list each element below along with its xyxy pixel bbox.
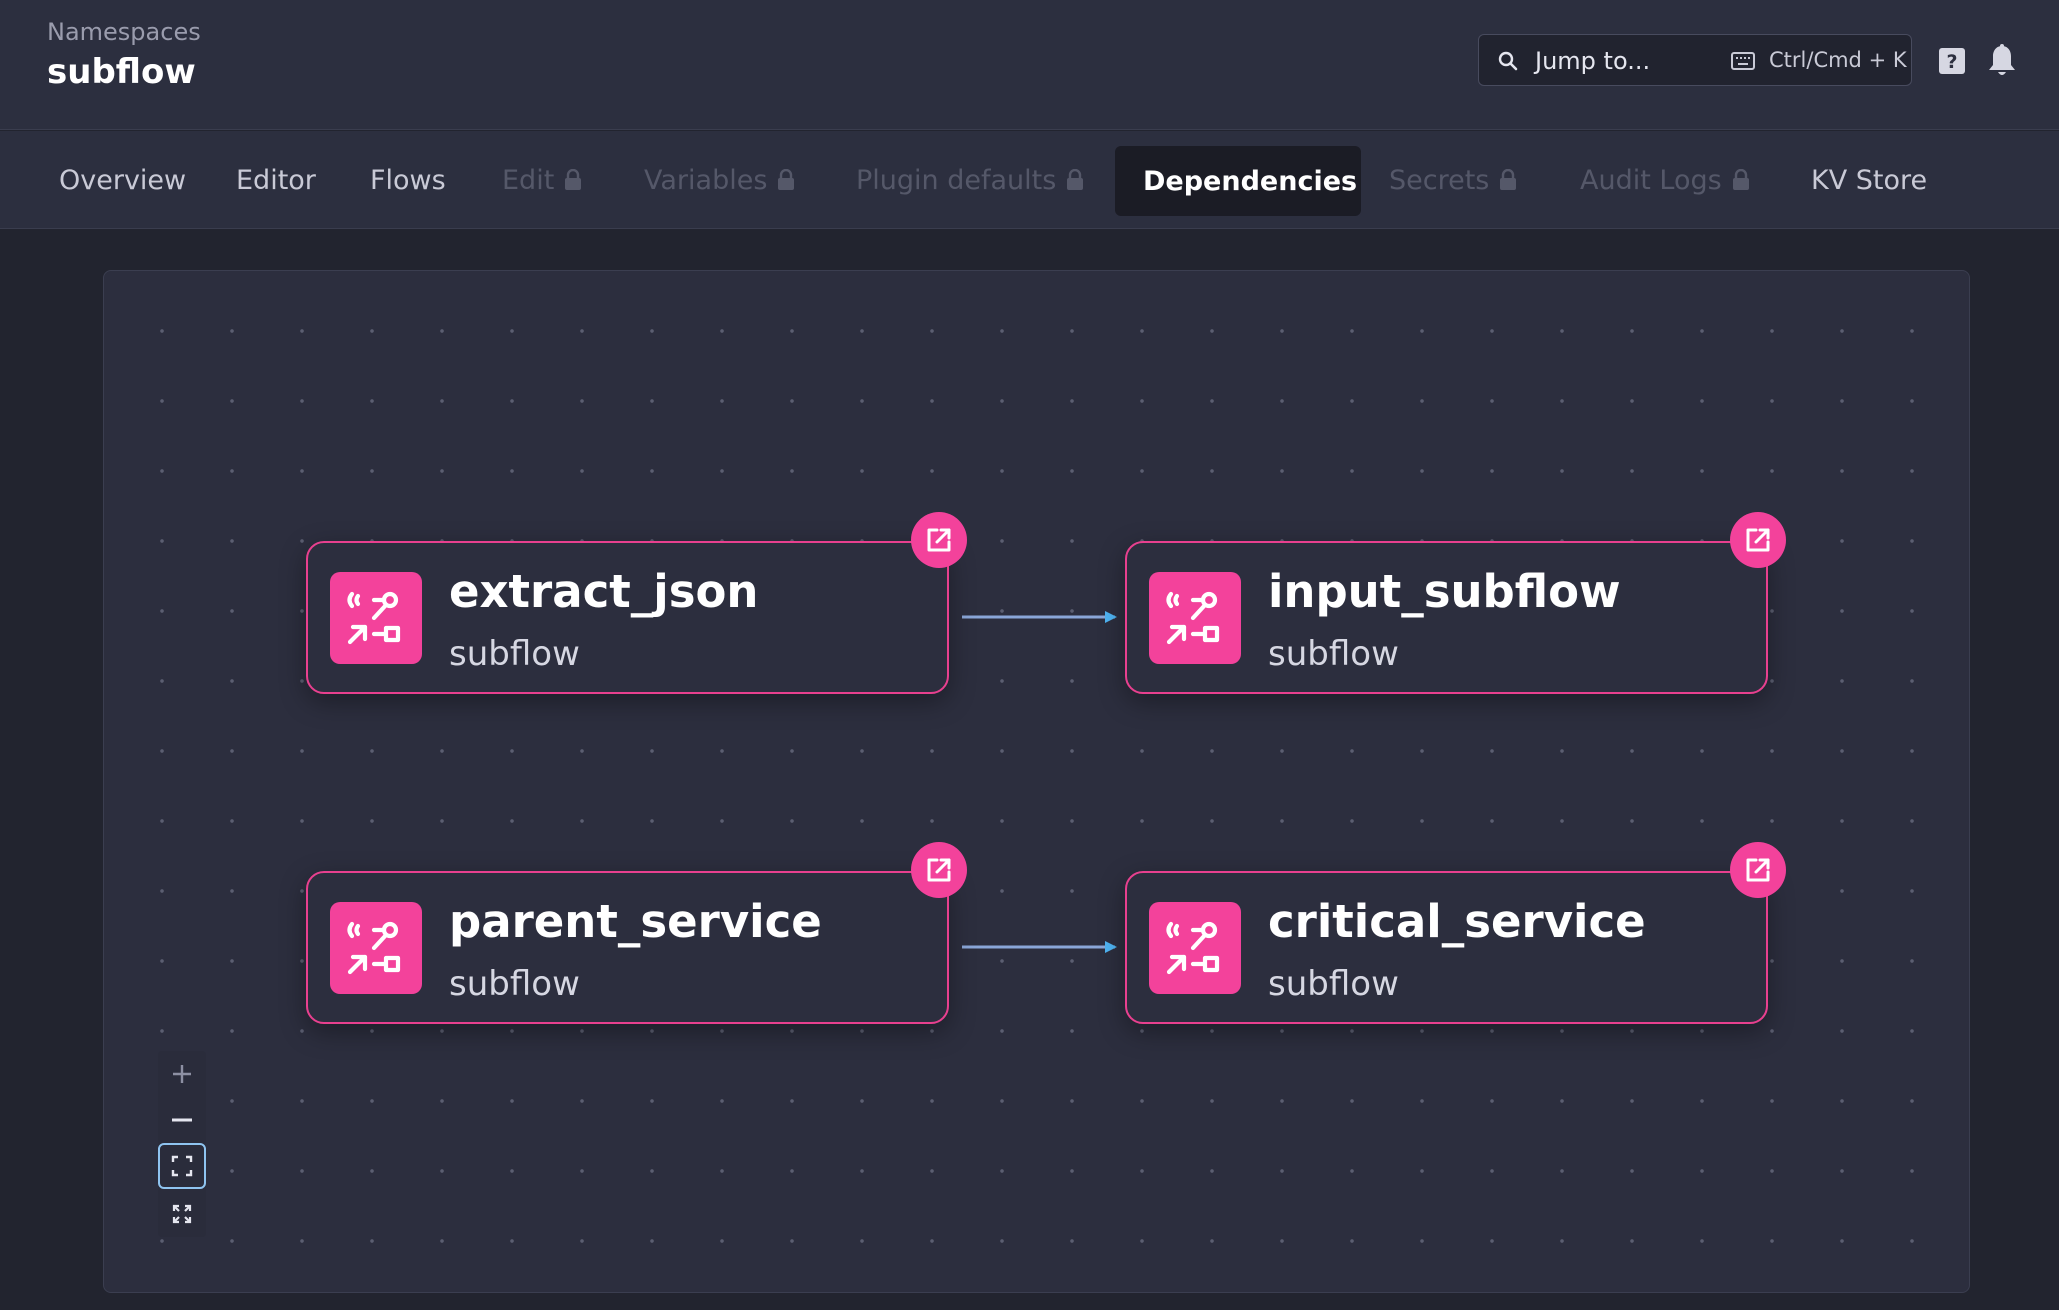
expand-icon: [172, 1204, 192, 1224]
tab-dependencies[interactable]: Dependencies: [1115, 146, 1361, 216]
fit-view-button[interactable]: [158, 1143, 206, 1189]
minus-icon: [172, 1118, 192, 1122]
flow-namespace: subflow: [449, 964, 580, 1004]
flow-node-extract-json[interactable]: extract_json subflow: [306, 512, 967, 694]
subflow-task-icon: [1149, 572, 1241, 664]
help-icon[interactable]: ?: [1938, 47, 1966, 75]
flow-name: input_subflow: [1268, 565, 1621, 618]
search-icon: [1498, 51, 1518, 71]
lock-icon: [1500, 169, 1517, 190]
flow-node-critical-service[interactable]: critical_service subflow: [1125, 842, 1786, 1024]
bell-icon[interactable]: [1987, 44, 2017, 78]
jump-to-search[interactable]: Jump to... Ctrl/Cmd + K: [1478, 34, 1912, 86]
fit-view-icon: [171, 1155, 193, 1177]
open-flow-button[interactable]: [1730, 512, 1786, 568]
tab-label: Audit Logs: [1580, 164, 1722, 196]
open-flow-button[interactable]: [911, 512, 967, 568]
keyboard-icon: [1731, 52, 1755, 70]
svg-text:?: ?: [1946, 51, 1957, 73]
flow-name: critical_service: [1268, 895, 1646, 948]
tab-edit: Edit: [502, 131, 582, 229]
subflow-task-icon: [330, 572, 422, 664]
subflow-task-icon: [330, 902, 422, 994]
tab-plugin-defaults: Plugin defaults: [856, 131, 1084, 229]
external-link-icon: [1746, 528, 1770, 552]
tab-label: Edit: [502, 164, 555, 196]
plus-icon: [173, 1065, 191, 1083]
flow-node-input-subflow[interactable]: input_subflow subflow: [1125, 512, 1786, 694]
flow-node-parent-service[interactable]: parent_service subflow: [306, 842, 967, 1024]
lock-icon: [565, 169, 582, 190]
tab-kv-store[interactable]: KV Store: [1811, 131, 1927, 229]
flow-name: extract_json: [449, 565, 759, 618]
lock-icon: [778, 169, 795, 190]
tab-secrets: Secrets: [1389, 131, 1517, 229]
flow-namespace: subflow: [449, 634, 580, 674]
shortcut-hint: Ctrl/Cmd + K: [1769, 48, 1907, 72]
flow-namespace: subflow: [1268, 964, 1399, 1004]
tab-label: Plugin defaults: [856, 164, 1057, 196]
tab-label: Secrets: [1389, 164, 1490, 196]
subflow-task-icon: [1149, 902, 1241, 994]
tab-editor[interactable]: Editor: [236, 131, 316, 229]
external-link-icon: [1746, 858, 1770, 882]
tab-audit-logs: Audit Logs: [1580, 131, 1750, 229]
namespace-tabs: Overview Editor Flows Edit Variables Plu…: [0, 131, 2059, 229]
lock-icon: [1067, 169, 1084, 190]
flow-namespace: subflow: [1268, 634, 1399, 674]
lock-icon: [1732, 169, 1749, 190]
tab-label: Dependencies: [1143, 165, 1358, 197]
tab-variables: Variables: [644, 131, 795, 229]
page-title: subflow: [47, 52, 196, 92]
tab-label: Overview: [59, 164, 187, 196]
zoom-in-button[interactable]: [158, 1051, 206, 1097]
tab-flows[interactable]: Flows: [370, 131, 446, 229]
namespace-header: Namespaces subflow Jump to... Ctrl/Cmd +…: [0, 0, 2059, 130]
dependency-graph-canvas[interactable]: extract_json subflow input_subflow subfl…: [103, 270, 1970, 1293]
flow-name: parent_service: [449, 895, 822, 948]
tab-overview[interactable]: Overview: [59, 131, 186, 229]
tab-label: KV Store: [1811, 164, 1928, 196]
graph-controls: [158, 1051, 206, 1237]
fullscreen-button[interactable]: [158, 1191, 206, 1237]
external-link-icon: [927, 528, 951, 552]
dependency-edges: [962, 611, 1117, 953]
tab-label: Flows: [370, 164, 446, 196]
tab-label: Variables: [644, 164, 768, 196]
external-link-icon: [927, 858, 951, 882]
jump-to-label: Jump to...: [1535, 47, 1651, 75]
breadcrumb[interactable]: Namespaces: [47, 18, 201, 46]
tab-label: Editor: [236, 164, 316, 196]
open-flow-button[interactable]: [911, 842, 967, 898]
open-flow-button[interactable]: [1730, 842, 1786, 898]
zoom-out-button[interactable]: [158, 1097, 206, 1143]
